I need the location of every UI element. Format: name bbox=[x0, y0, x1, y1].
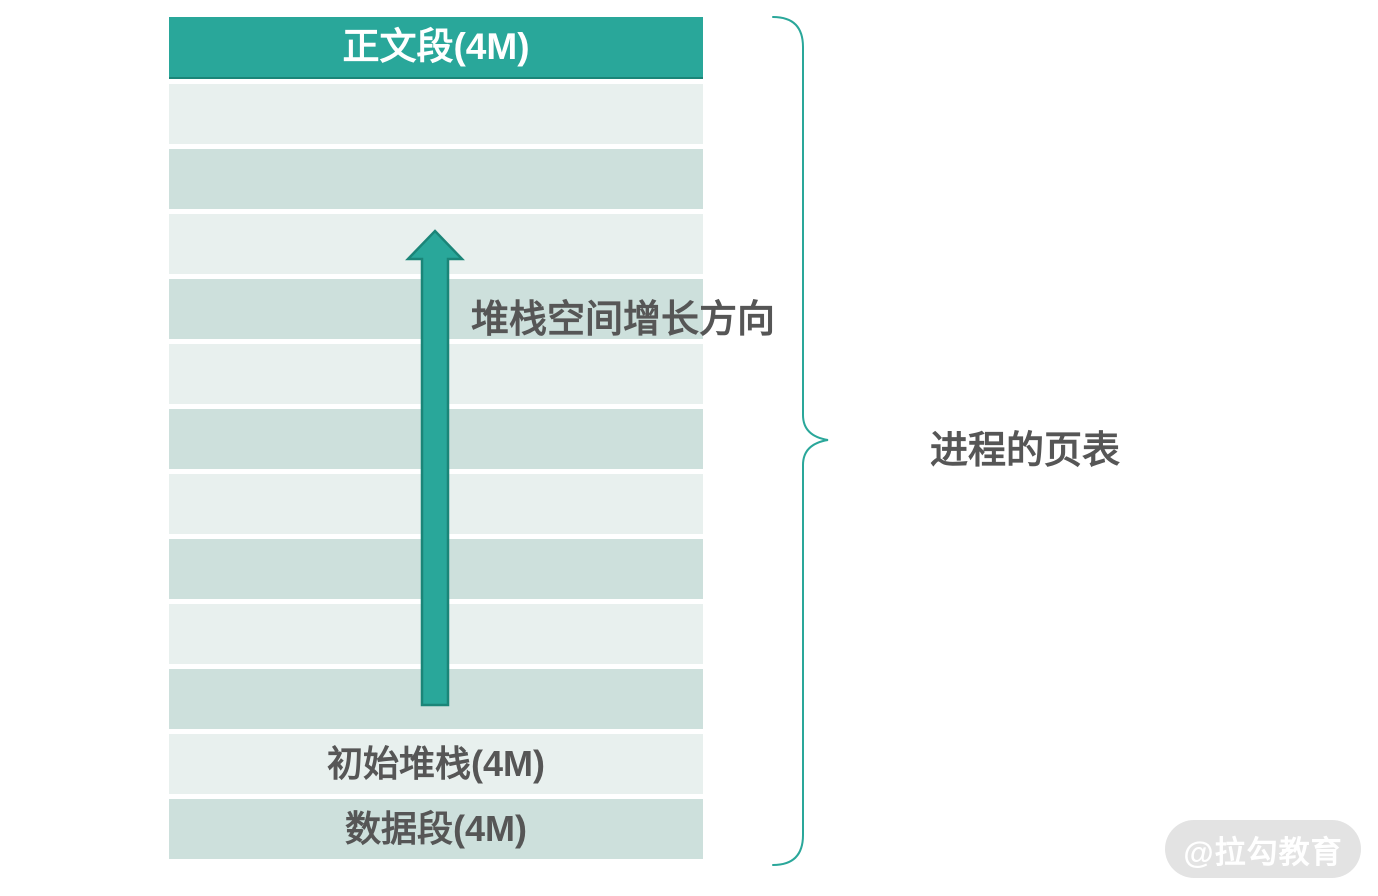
table-row bbox=[169, 84, 703, 144]
watermark-badge: @拉勾教育 bbox=[1165, 820, 1361, 878]
stack-growth-direction-label: 堆栈空间增长方向 bbox=[471, 299, 776, 341]
initial-stack-row: 初始堆栈(4M) bbox=[169, 734, 703, 794]
table-row bbox=[169, 149, 703, 209]
curly-brace-icon bbox=[772, 16, 829, 866]
text-segment-header: 正文段(4M) bbox=[169, 17, 703, 79]
up-arrow-icon bbox=[405, 229, 465, 707]
data-segment-row: 数据段(4M) bbox=[169, 799, 703, 859]
process-page-table-label: 进程的页表 bbox=[930, 430, 1121, 472]
